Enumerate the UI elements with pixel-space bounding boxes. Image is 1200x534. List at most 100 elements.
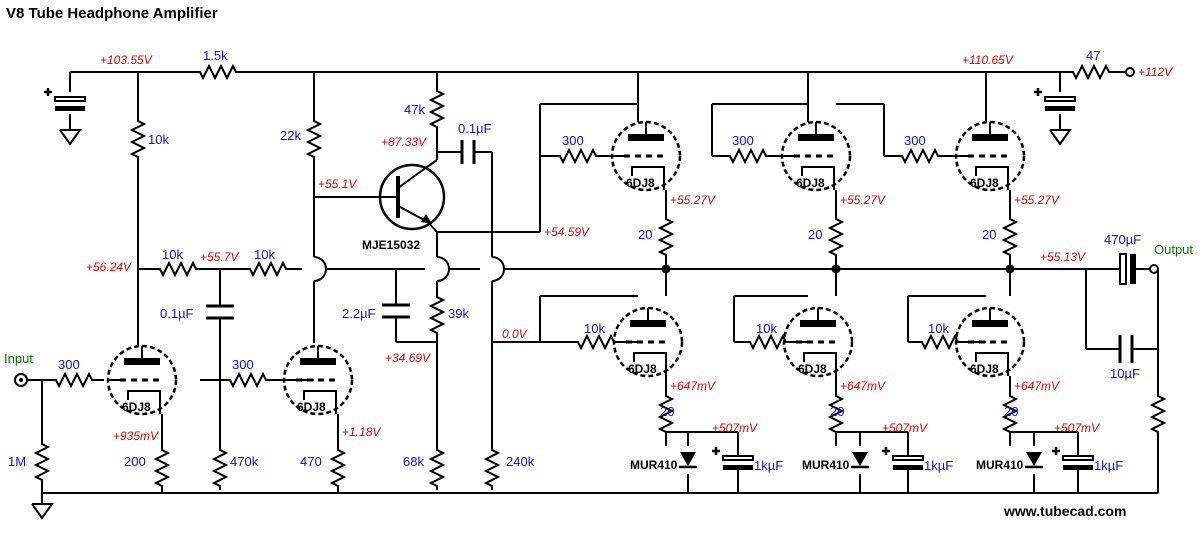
voltage-cathode-top-3: +55.27V [1014, 193, 1060, 207]
value-c-cathode-1: 1kµF [754, 458, 783, 473]
supply-cap-left [42, 86, 87, 113]
resistor-300-input [51, 373, 97, 387]
voltage-bias-node: +34.69V [385, 351, 431, 365]
resistor-10k-bot-1 [573, 335, 619, 349]
voltage-cathode-v2: +1.18V [342, 425, 381, 439]
voltage-q-emitter: +54.59V [544, 225, 590, 239]
value-r-rail: 1.5k [203, 48, 228, 63]
voltage-mid-node: +55.7V [200, 250, 239, 264]
value-r-cathode-v2: 470 [300, 454, 322, 469]
value-c-bias: 2.2µF [342, 306, 376, 321]
resistor-10k-series-1 [155, 262, 201, 276]
resistor-20-top-1 [659, 214, 673, 260]
resistor-300-top-2 [725, 149, 771, 163]
voltage-cathode-top-2: +55.27V [840, 193, 886, 207]
voltage-cathode-bot-3: +647mV [1014, 379, 1060, 393]
value-r-cathode-top-3: 20 [982, 227, 996, 242]
voltage-cathode-v1: +935mV [113, 429, 159, 443]
wiring [26, 71, 1159, 504]
voltage-output-node: +55.13V [1040, 250, 1086, 264]
resistor-47k [430, 86, 444, 132]
resistor-1-5k [195, 65, 241, 79]
resistor-470k [213, 445, 227, 491]
voltage-rail-left: +103.55V [100, 53, 153, 67]
value-c-q-bootstrap: 0.1µF [458, 121, 492, 136]
tube-label-bot-2: 6DJ8 [798, 362, 827, 376]
resistor-300-top-1 [555, 149, 601, 163]
value-r-v1-plate: 10k [148, 132, 169, 147]
resistor-20-top-2 [829, 214, 843, 260]
junction-dots [661, 264, 1015, 274]
resistor-240k [485, 445, 499, 491]
value-r-grid-top-1: 300 [562, 133, 584, 148]
diode-label-2: MUR410 [802, 458, 850, 472]
resistor-470 [331, 445, 345, 491]
voltage-cathode-top-1: +55.27V [670, 193, 716, 207]
resistor-47 [1068, 65, 1114, 79]
tube-label-top-1: 6DJ8 [626, 176, 655, 190]
voltage-diode-2: +507mV [882, 421, 928, 435]
value-r-cathode-v1: 200 [124, 454, 146, 469]
value-r-series-1: 10k [162, 247, 183, 262]
value-c-cathode-2: 1kµF [924, 458, 953, 473]
resistor-22k [307, 116, 321, 162]
tube-label-v2: 6DJ8 [297, 400, 326, 414]
resistor-20-top-3 [1003, 214, 1017, 260]
voltage-diode-3: +507mV [1054, 421, 1100, 435]
value-r-bias-upper: 39k [448, 306, 469, 321]
value-r-cathode-bot-1: 20 [660, 404, 674, 419]
value-r-input: 1M [8, 454, 26, 469]
voltage-diode-1: +507mV [712, 421, 758, 435]
value-r-q-collector: 47k [404, 102, 425, 117]
resistor-68k [430, 445, 444, 491]
transistor-mje15032 [378, 163, 446, 233]
value-r-grid-v1: 300 [58, 357, 80, 372]
value-c-output: 470µF [1104, 232, 1141, 247]
value-r-grid-bot-3: 10k [928, 321, 949, 336]
output-label: Output [1154, 242, 1193, 257]
voltage-q-collector: +87.33V [381, 135, 427, 149]
tube-label-bot-3: 6DJ8 [970, 362, 999, 376]
value-r-cathode-bot-3: 20 [1004, 404, 1018, 419]
voltage-rail-right: +110.65V [962, 53, 1014, 67]
tube-label-top-3: 6DJ8 [970, 176, 999, 190]
value-r-grid-bot-1: 10k [584, 321, 605, 336]
resistor-200 [155, 445, 169, 491]
website-url[interactable]: www.tubecad.com [1003, 503, 1126, 519]
voltage-supply: +112V [1138, 65, 1173, 79]
resistor-39k [430, 292, 444, 338]
resistor-300-v2 [225, 373, 271, 387]
value-r-series-2: 10k [254, 247, 275, 262]
input-label: Input [4, 351, 33, 366]
diode-label-3: MUR410 [976, 458, 1024, 472]
voltage-cathode-bot-1: +647mV [670, 379, 716, 393]
voltage-plate-v1: +56.24V [86, 260, 132, 274]
resistor-1m [35, 439, 49, 485]
value-r-cathode-top-1: 20 [638, 227, 652, 242]
value-r-v2-grid: 470k [230, 454, 259, 469]
voltage-q-base: +55.1V [318, 177, 357, 191]
transistor-label: MJE15032 [362, 238, 420, 252]
value-r-grid-top-3: 300 [904, 133, 926, 148]
value-r-cathode-bot-2: 20 [830, 404, 844, 419]
value-r-cathode-top-2: 20 [808, 227, 822, 242]
value-r-v2-plate: 22k [280, 128, 301, 143]
capacitors [42, 86, 1136, 472]
tube-label-v1: 6DJ8 [122, 400, 151, 414]
value-r-bias-lower: 68k [403, 454, 424, 469]
resistor-10k-series-2 [245, 262, 291, 276]
value-r-bias-bottom: 240k [506, 454, 535, 469]
value-r-grid-top-2: 300 [732, 133, 754, 148]
value-r-grid-bot-2: 10k [756, 321, 777, 336]
diode-label-1: MUR410 [630, 458, 678, 472]
supply-cap-right [1032, 86, 1077, 113]
resistors [35, 65, 1165, 491]
value-r-grid-v2: 300 [232, 357, 254, 372]
tube-label-top-2: 6DJ8 [796, 176, 825, 190]
value-c-coupling: 0.1µF [160, 306, 194, 321]
value-r-supply: 47 [1086, 48, 1100, 63]
voltage-grid-bottom: 0.0V [502, 327, 528, 341]
terminals [14, 67, 1159, 387]
tube-label-bot-1: 6DJ8 [628, 362, 657, 376]
